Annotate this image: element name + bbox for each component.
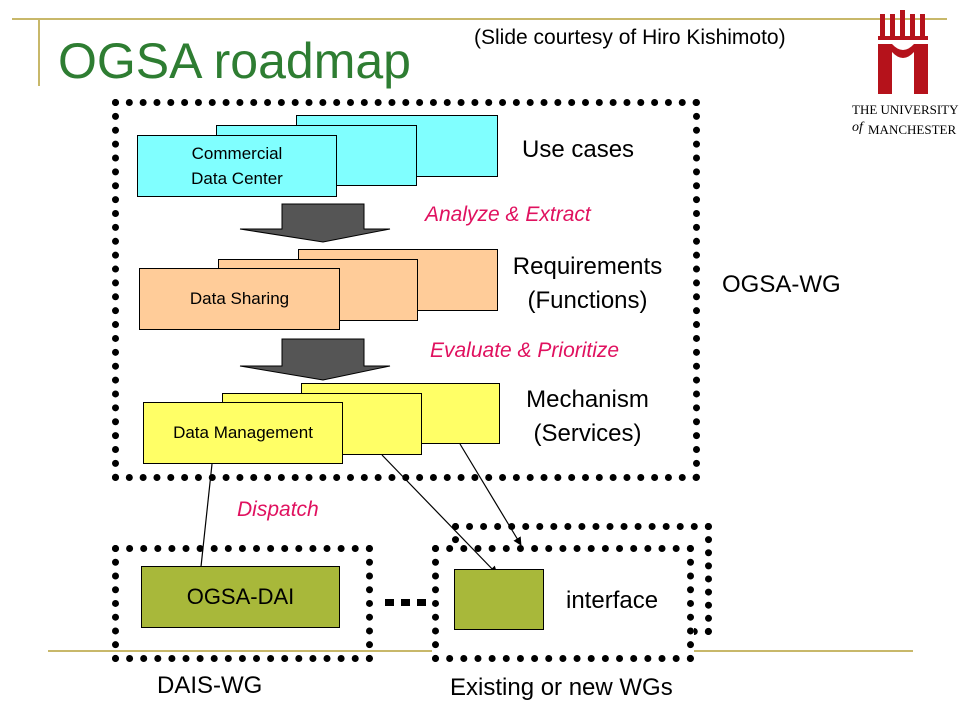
logo-line2: MANCHESTER — [868, 122, 957, 137]
ogsa-wg-group — [112, 99, 700, 481]
slide-credit: (Slide courtesy of Hiro Kishimoto) — [474, 26, 786, 49]
mechanism-card-front: Data Management — [143, 402, 343, 464]
use-cases-card-front: Commercial Data Center — [137, 135, 337, 197]
interface-box — [454, 569, 544, 630]
top-accent-line — [12, 18, 947, 20]
dais-wg-group — [112, 545, 373, 662]
ogsa-dai-label: OGSA-DAI — [186, 584, 295, 609]
university-logo: THE UNIVERSITY of MANCHESTER — [852, 8, 959, 158]
mechanism-front-label: Data Management — [173, 423, 313, 442]
dispatch-line-interface-back — [459, 443, 522, 546]
analyze-extract-label: Analyze & Extract — [425, 203, 591, 226]
use-cases-label: Use cases — [522, 136, 635, 163]
use-cases-front-label: Commercial Data Center — [191, 144, 283, 188]
analyze-arrow — [239, 203, 391, 243]
slide-title: OGSA roadmap — [58, 33, 411, 89]
requirements-front-label: Data Sharing — [189, 289, 290, 308]
crest-icon — [878, 10, 928, 94]
dispatch-line-interface — [381, 454, 498, 575]
interface-label: interface — [566, 587, 659, 614]
logo-line1: THE UNIVERSITY — [852, 102, 959, 117]
ogsa-dai-box: OGSA-DAI — [141, 566, 340, 628]
evaluate-arrow — [239, 338, 391, 381]
dispatch-line-dai — [196, 463, 213, 577]
logo-line2-of: of — [852, 120, 863, 135]
dispatch-label: Dispatch — [237, 498, 319, 521]
requirements-card-front: Data Sharing — [139, 268, 340, 330]
existing-wgs-label: Existing or new WGs — [450, 674, 673, 701]
mechanism-label: Mechanism (Services) — [526, 386, 649, 447]
evaluate-prioritize-label: Evaluate & Prioritize — [430, 339, 620, 362]
ogsa-wg-label: OGSA-WG — [722, 271, 841, 298]
left-accent-line — [38, 18, 40, 86]
dais-wg-label: DAIS-WG — [157, 672, 263, 699]
requirements-label: Requirements (Functions) — [512, 253, 663, 314]
